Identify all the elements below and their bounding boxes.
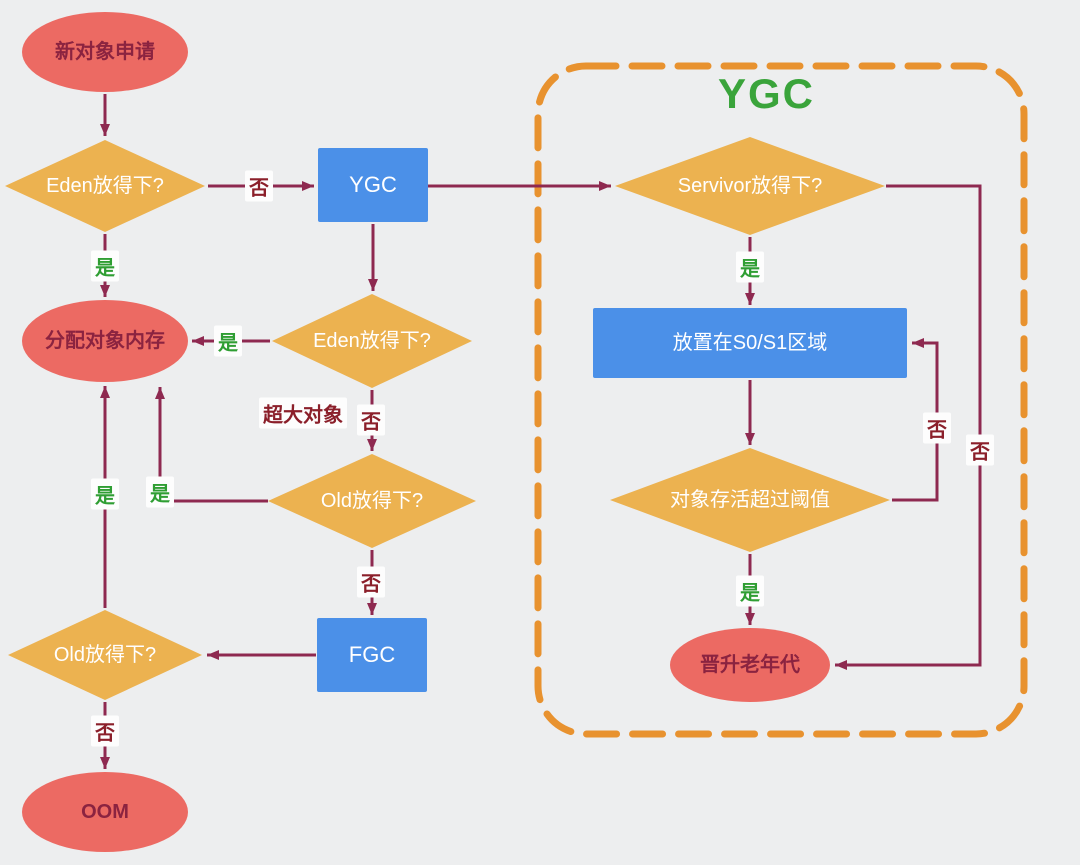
node-servivor-label: Servivor放得下? — [677, 175, 823, 197]
edge-label-no-oldmid-fgc: 否 — [357, 566, 385, 598]
edge-label-yes-eden2-alloc: 是 — [214, 325, 242, 357]
node-start-label: 新对象申请 — [55, 41, 155, 63]
node-old-mid-label: Old放得下? — [320, 490, 424, 512]
edge-label-yes-oldmid-alloc: 是 — [146, 476, 174, 508]
node-promote-label: 晋升老年代 — [700, 654, 800, 676]
edge-label-yes-servivor-s0s1: 是 — [736, 251, 764, 283]
node-eden1-label: Eden放得下? — [46, 175, 164, 197]
edge-label-no-oldleft-oom: 否 — [91, 715, 119, 747]
edge-label-no-eden1-ygc: 否 — [245, 170, 273, 202]
node-oom: OOM — [22, 772, 188, 852]
node-s0s1-label: 放置在S0/S1区域 — [672, 332, 828, 354]
node-ygc-label: YGC — [349, 171, 397, 197]
node-start: 新对象申请 — [22, 12, 188, 92]
node-old-left-label: Old放得下? — [53, 644, 157, 666]
ygc-region-title: YGC — [718, 70, 816, 117]
edge-servivor-promote — [835, 184, 982, 670]
node-threshold-label: 对象存活超过阈值 — [670, 489, 830, 511]
edge-oldmid-alloc — [155, 387, 268, 503]
edge-label-huge-object: 超大对象 — [259, 397, 347, 429]
node-fgc-label: FGC — [348, 641, 396, 667]
edge-label-yes-oldleft-alloc: 是 — [91, 478, 119, 510]
node-alloc: 分配对象内存 — [22, 300, 188, 382]
node-alloc-label: 分配对象内存 — [45, 330, 165, 352]
node-eden2-label: Eden放得下? — [313, 330, 431, 352]
edge-label-yes-threshold-promote: 是 — [736, 575, 764, 607]
node-oom-label: OOM — [81, 801, 129, 823]
edge-label-no-eden2-oldmid: 否 — [357, 404, 385, 436]
edge-label-yes-eden1-alloc: 是 — [91, 250, 119, 282]
node-ygc: YGC — [318, 148, 428, 222]
ygc-region-border — [534, 62, 1028, 738]
edge-label-no-servivor-promote: 否 — [966, 434, 994, 466]
edge-label-no-threshold-loop: 否 — [923, 412, 951, 444]
node-promote: 晋升老年代 — [670, 628, 830, 702]
node-s0s1: 放置在S0/S1区域 — [593, 308, 907, 378]
node-fgc: FGC — [317, 618, 427, 692]
